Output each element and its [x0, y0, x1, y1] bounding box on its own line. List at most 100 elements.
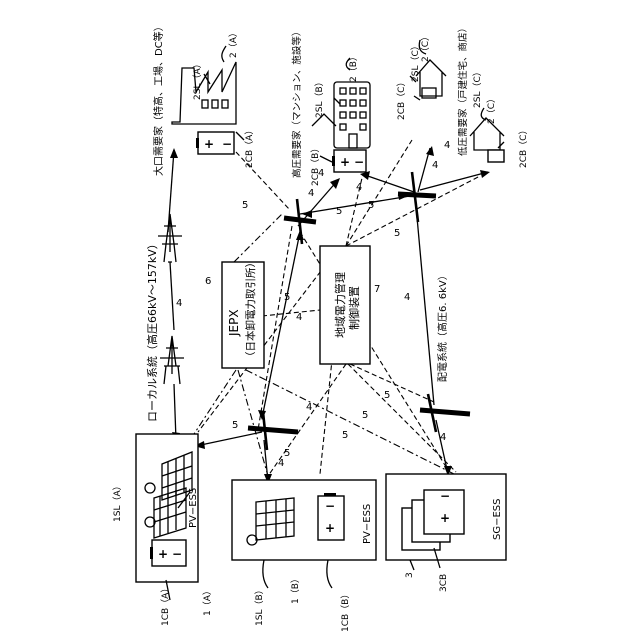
svg-text:5: 5	[336, 206, 342, 217]
svg-text:4: 4	[296, 312, 302, 323]
svg-text:2SL（A）: 2SL（A）	[192, 59, 203, 100]
svg-text:3: 3	[405, 572, 415, 578]
controller-line1: 地域電力管理	[333, 272, 347, 338]
svg-text:5: 5	[362, 410, 368, 421]
ref-1sla: 1SL（A）	[112, 481, 123, 522]
pv-ess-a-label: PV−ESS	[188, 488, 199, 528]
svg-text:JEPX: JEPX	[227, 309, 241, 337]
battery-icon	[488, 150, 504, 162]
ref-1cba: 1CB（A）	[160, 584, 171, 626]
svg-text:4: 4	[278, 458, 284, 469]
svg-text:4: 4	[432, 160, 438, 171]
factory-icon	[172, 62, 236, 124]
svg-text:−: −	[440, 489, 450, 503]
svg-text:高圧需要家（マンション、施設等）: 高圧需要家（マンション、施設等）	[291, 27, 303, 178]
ref-2slc-top: 2SL（C）	[410, 41, 421, 82]
jepx-title: JEPX	[227, 309, 241, 337]
svg-text:2（C）: 2（C）	[486, 94, 497, 124]
ref-2cbb: 2CB（B）	[310, 144, 321, 186]
svg-text:1（A）: 1（A）	[202, 586, 213, 616]
transmission-tower-icon	[158, 214, 182, 262]
ref-1a: 1（A）	[202, 586, 213, 616]
svg-text:4: 4	[404, 292, 410, 303]
svg-text:+: +	[204, 137, 214, 151]
svg-text:3CB: 3CB	[439, 574, 449, 592]
svg-text:4: 4	[318, 168, 324, 179]
svg-text:配電系統（高圧6. 6kV）: 配電系統（高圧6. 6kV）	[436, 270, 449, 382]
svg-text:1CB（A）: 1CB（A）	[160, 584, 171, 626]
svg-text:5: 5	[368, 200, 374, 211]
svg-text:1（B）: 1（B）	[290, 574, 301, 604]
ref-2cbc-top: 2CB（C）	[396, 78, 407, 120]
svg-text:−: −	[222, 137, 232, 151]
svg-text:低圧需要家（戸建住宅、商店）: 低圧需要家（戸建住宅、商店）	[457, 23, 469, 156]
svg-text:2（C）: 2（C）	[420, 32, 431, 62]
ref-2cba: 2CB（A）	[244, 126, 255, 168]
svg-text:2CB（C）: 2CB（C）	[518, 126, 529, 168]
ref-2c-bottom: 2（C）	[486, 94, 497, 124]
svg-text:4: 4	[308, 188, 314, 199]
svg-text:−: −	[172, 547, 182, 561]
transmission-tower-icon	[160, 336, 184, 384]
label-high-consumer: 高圧需要家（マンション、施設等）	[291, 27, 303, 178]
line-numbers: 4 6 7 4 5 4 4 4 5 5 5 4 4 5 4 5 4 5 4 5 …	[176, 140, 450, 469]
svg-text:5: 5	[284, 448, 290, 459]
svg-text:5: 5	[384, 390, 390, 401]
svg-text:大口需要家（特高、工場、DC等）: 大口需要家（特高、工場、DC等）	[152, 21, 165, 176]
svg-text:PV−ESS: PV−ESS	[188, 488, 199, 528]
ref-1slb: 1SL（B）	[254, 585, 265, 626]
svg-text:5: 5	[342, 430, 348, 441]
ref-2cbc-bottom: 2CB（C）	[518, 126, 529, 168]
svg-text:4: 4	[440, 432, 446, 443]
svg-text:2CB（B）: 2CB（B）	[310, 144, 321, 186]
svg-text:1SL（A）: 1SL（A）	[112, 481, 123, 522]
ref-1b: 1（B）	[290, 574, 301, 604]
svg-text:6: 6	[205, 276, 211, 287]
svg-text:ローカル系統（高圧66kV〜157kV）: ローカル系統（高圧66kV〜157kV）	[145, 238, 159, 422]
svg-text:4: 4	[444, 140, 450, 151]
svg-text:2CB（A）: 2CB（A）	[244, 126, 255, 168]
label-local-grid: ローカル系統（高圧66kV〜157kV）	[145, 238, 159, 422]
svg-text:地域電力管理: 地域電力管理	[333, 272, 347, 338]
label-low-consumer: 低圧需要家（戸建住宅、商店）	[457, 23, 469, 156]
ref-1cbb: 1CB（B）	[340, 590, 351, 632]
svg-text:制御装置: 制御装置	[347, 286, 361, 330]
ref-2sla: 2SL（A）	[192, 59, 203, 100]
svg-text:2（A）: 2（A）	[228, 28, 239, 58]
svg-text:2SL（C）: 2SL（C）	[472, 67, 483, 108]
svg-text:2SL（B）: 2SL（B）	[314, 77, 325, 118]
svg-text:4: 4	[176, 298, 182, 309]
controller-line2: 制御装置	[347, 286, 361, 330]
svg-text:−: −	[354, 155, 364, 169]
ref-3cb: 3CB	[439, 574, 449, 592]
ref-3: 3	[405, 572, 415, 578]
svg-text:+: +	[440, 511, 450, 525]
svg-text:PV−ESS: PV−ESS	[362, 504, 373, 544]
svg-text:2CB（C）: 2CB（C）	[396, 78, 407, 120]
svg-text:5: 5	[284, 292, 290, 303]
pv-ess-b-label: PV−ESS	[362, 504, 373, 544]
ref-2slc-bottom: 2SL（C）	[472, 67, 483, 108]
svg-text:4: 4	[356, 182, 362, 193]
svg-text:SG−ESS: SG−ESS	[492, 499, 503, 541]
svg-text:7: 7	[374, 284, 380, 295]
svg-text:5: 5	[394, 228, 400, 239]
ref-2slb: 2SL（B）	[314, 77, 325, 118]
sg-ess-label: SG−ESS	[492, 499, 503, 541]
svg-text:−: −	[325, 499, 335, 513]
svg-text:+: +	[340, 155, 350, 169]
ref-2c-top: 2（C）	[420, 32, 431, 62]
jepx-subtitle: （日本卸電力取引所）	[244, 257, 257, 362]
svg-text:5: 5	[242, 200, 248, 211]
svg-text:2SL（C）: 2SL（C）	[410, 41, 421, 82]
svg-text:+: +	[158, 547, 168, 561]
svg-text:（日本卸電力取引所）: （日本卸電力取引所）	[244, 257, 257, 362]
label-large-consumer: 大口需要家（特高、工場、DC等）	[152, 21, 165, 176]
svg-text:4: 4	[306, 402, 312, 413]
svg-text:2（B）: 2（B）	[348, 52, 359, 82]
ref-2b: 2（B）	[348, 52, 359, 82]
node-sg	[420, 394, 470, 432]
svg-text:+: +	[325, 521, 335, 535]
svg-text:1SL（B）: 1SL（B）	[254, 585, 265, 626]
